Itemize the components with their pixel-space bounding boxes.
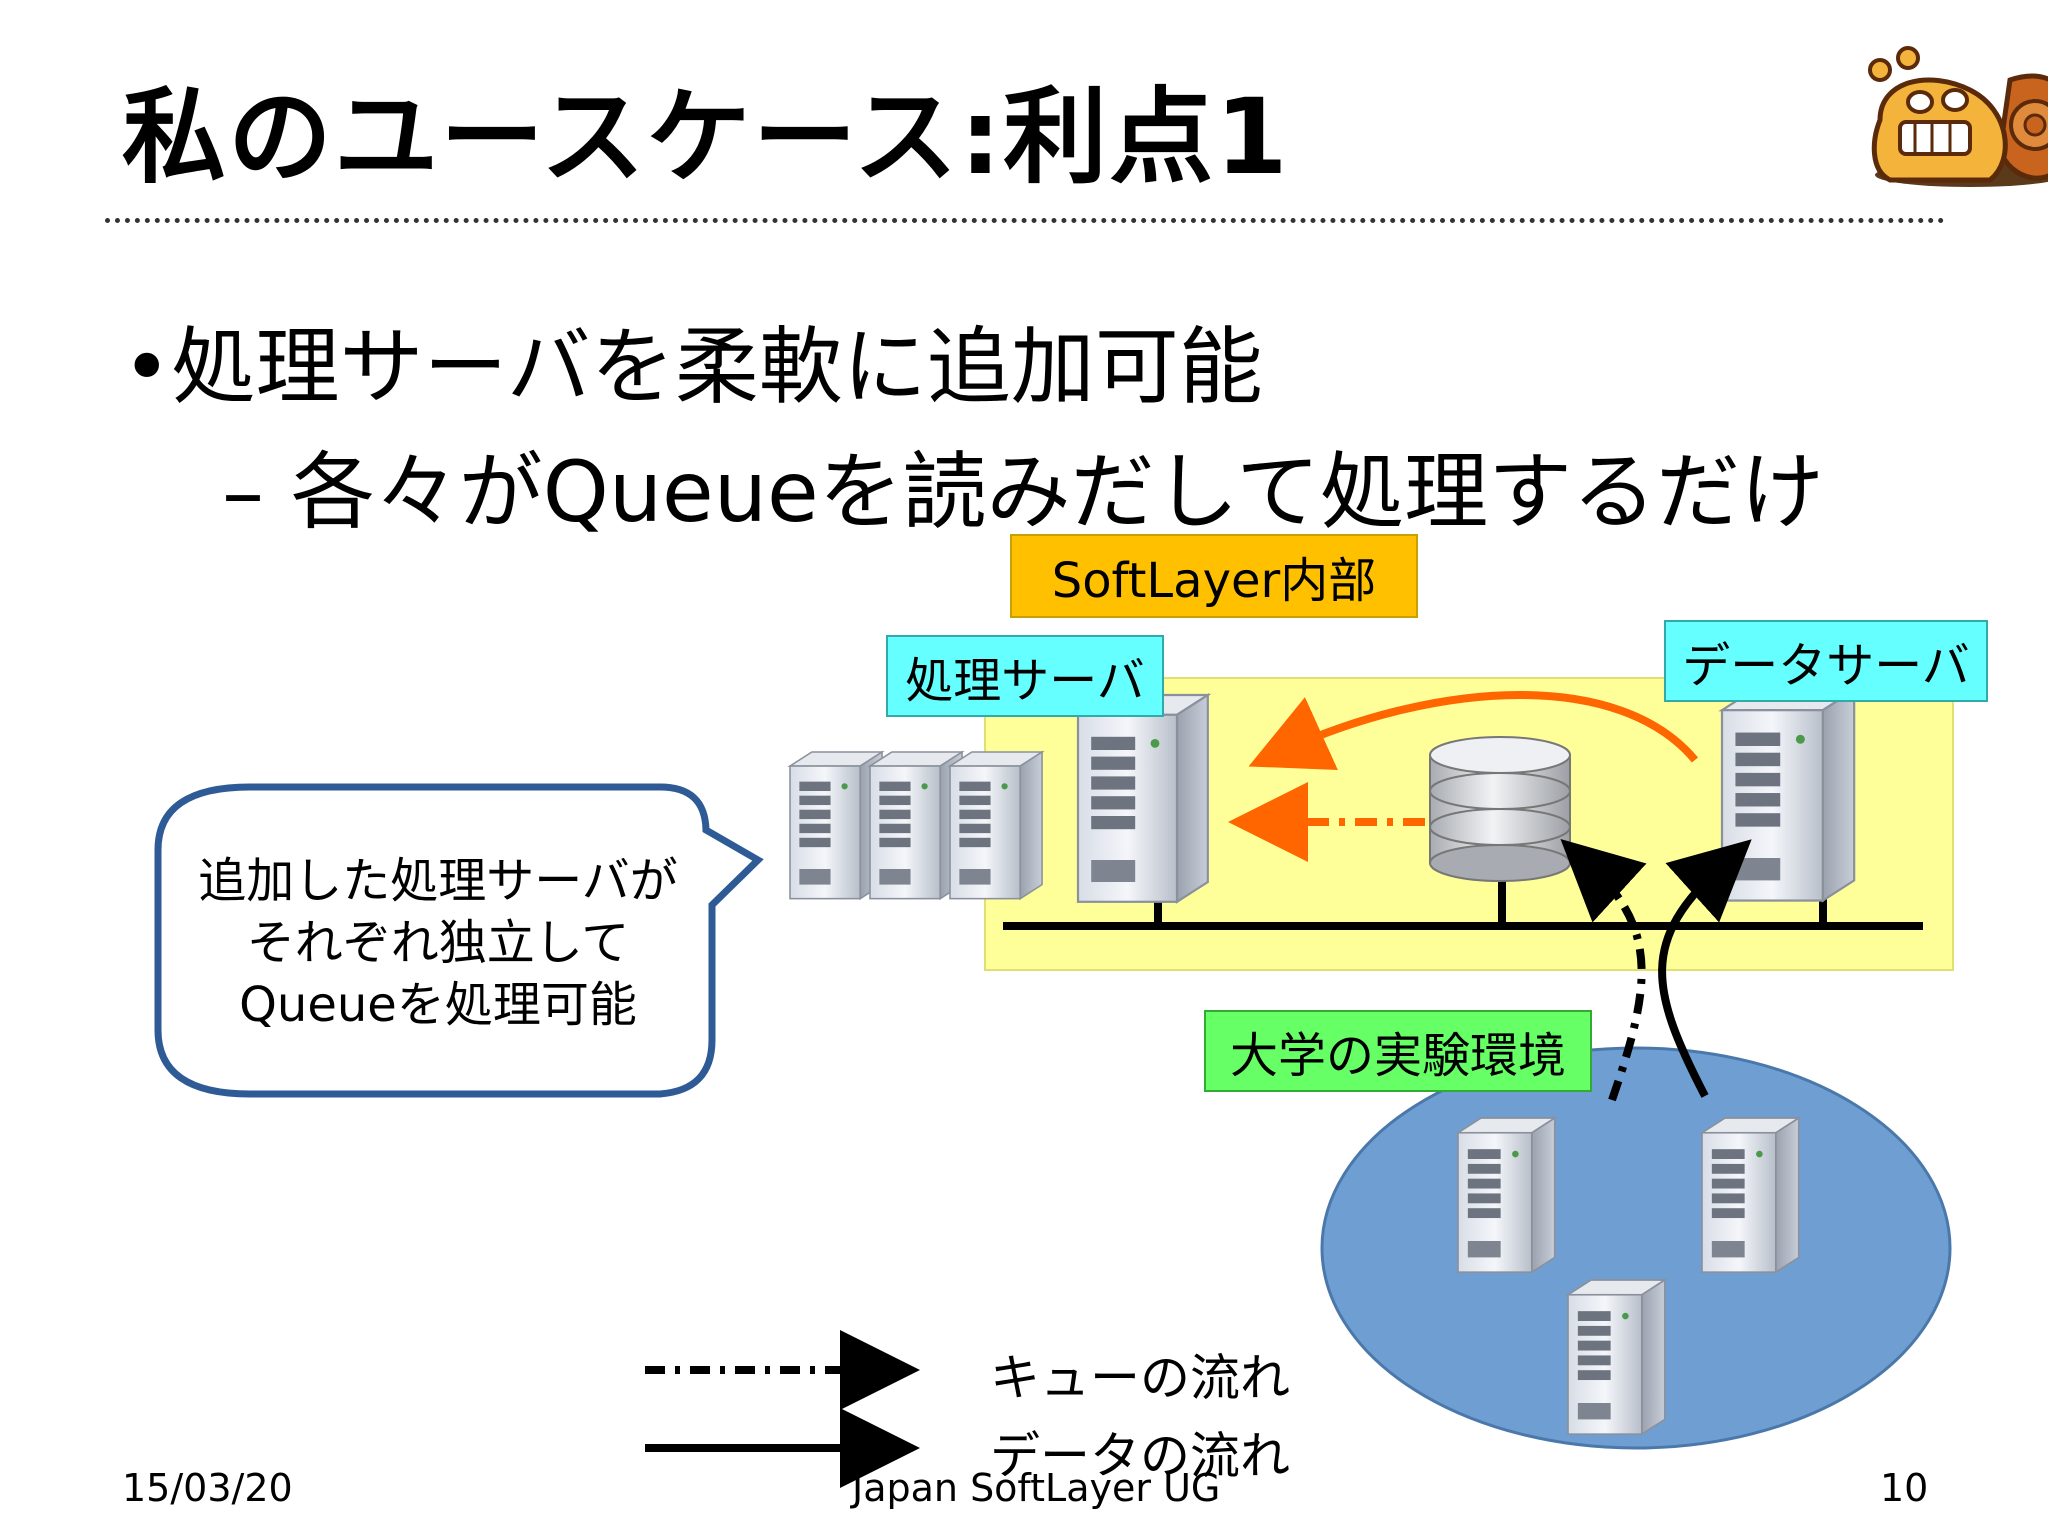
data-server-label: データサーバ xyxy=(1664,620,1988,702)
callout-line: それぞれ独立して xyxy=(246,915,630,971)
server-tower-icon xyxy=(1720,688,1856,902)
page-number: 10 xyxy=(1880,1466,1929,1510)
server-tower-icon xyxy=(869,751,963,900)
server-tower-icon xyxy=(949,751,1043,900)
university-label: 大学の実験環境 xyxy=(1204,1010,1592,1092)
slide-title: 私のユースケース:利点1 xyxy=(122,76,1290,198)
bullet-1: •処理サーバを柔軟に追加可能 xyxy=(122,318,1263,416)
legend-data-label: データの流れ xyxy=(990,1427,1290,1485)
callout-bubble xyxy=(154,783,764,1098)
softlayer-label: SoftLayer内部 xyxy=(1010,534,1418,618)
server-tower-icon xyxy=(1567,1279,1666,1435)
database-icon xyxy=(1429,736,1571,882)
callout-line: 追加した処理サーバが xyxy=(198,853,678,909)
processing-server-label: 処理サーバ xyxy=(886,635,1164,717)
callout-line: Queueを処理可能 xyxy=(239,977,637,1033)
footer-center: Japan SoftLayer UG xyxy=(852,1466,1221,1510)
title-separator xyxy=(105,218,1945,223)
server-tower-icon xyxy=(1076,693,1209,903)
server-tower-icon xyxy=(1701,1117,1800,1273)
server-tower-icon xyxy=(1457,1117,1556,1273)
legend-queue-label: キューの流れ xyxy=(990,1349,1290,1407)
footer-date: 15/03/20 xyxy=(122,1466,293,1510)
server-tower-icon xyxy=(789,751,883,900)
callout-text: 追加した処理サーバが それぞれ独立して Queueを処理可能 xyxy=(168,850,708,1036)
bullet-2: – 各々がQueueを読みだして処理するだけ xyxy=(222,443,1825,541)
